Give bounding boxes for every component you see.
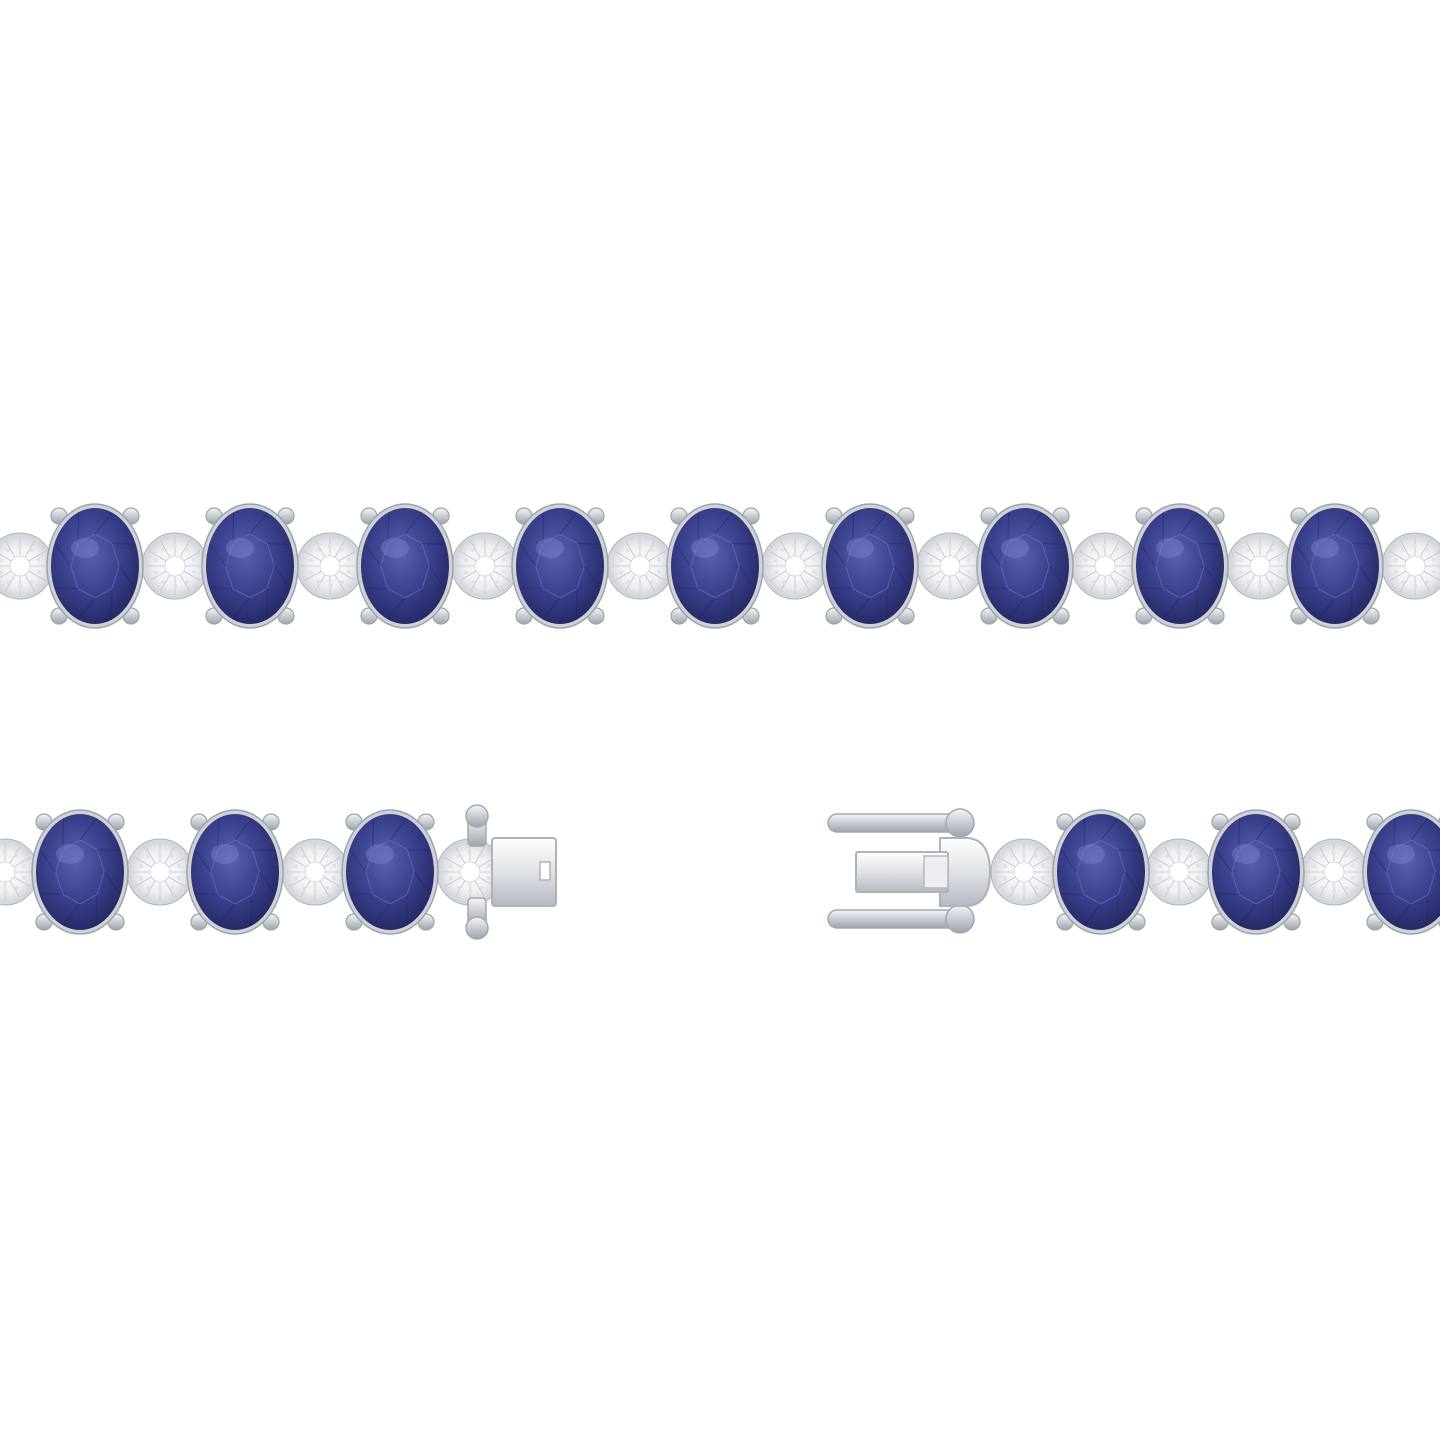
- oval-sapphire-stone: [1052, 809, 1150, 935]
- oval-sapphire-stone: [1207, 809, 1305, 935]
- oval-sapphire-stone: [666, 503, 764, 629]
- oval-sapphire-stone: [46, 503, 144, 629]
- bracelet-row-upper: [0, 503, 1440, 629]
- round-diamond-stone: [436, 838, 504, 906]
- clasp-tongue: [465, 804, 557, 940]
- round-diamond-stone: [1071, 532, 1139, 600]
- round-diamond-stone: [606, 532, 674, 600]
- round-diamond-stone: [0, 532, 54, 600]
- round-diamond-stone: [1226, 532, 1294, 600]
- round-diamond-stone: [0, 838, 39, 906]
- oval-sapphire-stone: [1131, 503, 1229, 629]
- oval-sapphire-stone: [1362, 809, 1440, 935]
- bracelet-row-lower-left: [0, 809, 504, 935]
- oval-sapphire-stone: [821, 503, 919, 629]
- oval-sapphire-stone: [1286, 503, 1384, 629]
- clasp-box: [827, 808, 992, 934]
- round-diamond-stone: [761, 532, 829, 600]
- round-diamond-stone: [990, 838, 1058, 906]
- round-diamond-stone: [1145, 838, 1213, 906]
- round-diamond-stone: [916, 532, 984, 600]
- round-diamond-stone: [281, 838, 349, 906]
- round-diamond-stone: [141, 532, 209, 600]
- oval-sapphire-stone: [31, 809, 129, 935]
- oval-sapphire-stone: [341, 809, 439, 935]
- oval-sapphire-stone: [976, 503, 1074, 629]
- round-diamond-stone: [1300, 838, 1368, 906]
- round-diamond-stone: [1381, 532, 1440, 600]
- oval-sapphire-stone: [511, 503, 609, 629]
- bracelet-row-lower-right: [990, 809, 1440, 935]
- round-diamond-stone: [126, 838, 194, 906]
- oval-sapphire-stone: [201, 503, 299, 629]
- oval-sapphire-stone: [186, 809, 284, 935]
- round-diamond-stone: [451, 532, 519, 600]
- oval-sapphire-stone: [356, 503, 454, 629]
- round-diamond-stone: [296, 532, 364, 600]
